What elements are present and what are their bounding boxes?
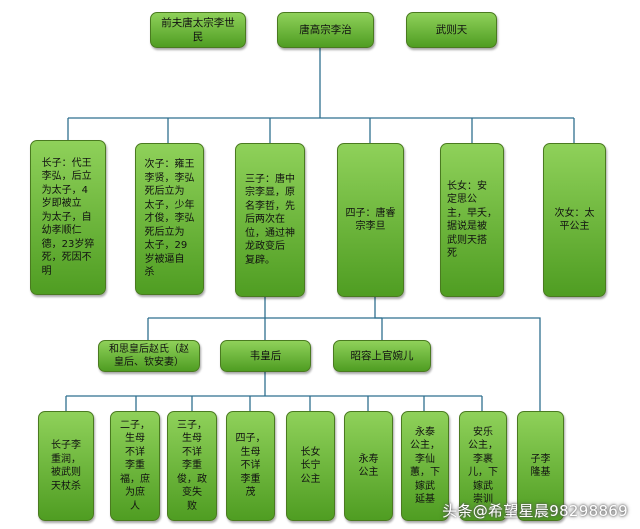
person-label: 四子：唐睿 宗李旦 (345, 207, 396, 233)
connector-lines (65, 48, 575, 411)
grandchild-box-yongshou: 永寿 公主 (344, 411, 393, 521)
person-box-wu-zetian: 武则天 (406, 12, 497, 48)
grandchild-box-li-chongfu: 二子， 生母 不详 李重 福，庶 为庶 人 (110, 411, 160, 521)
person-label: 三子， 生母 不详 李重 俊，政 变失 败 (177, 419, 207, 512)
person-label: 子李 隆基 (530, 453, 551, 479)
person-label: 四子， 生母 不详 李重 茂 (235, 433, 266, 499)
connector-line (374, 297, 541, 411)
child-box-li-dan: 四子：唐睿 宗李旦 (337, 143, 404, 297)
grandchild-box-anle: 安乐 公主， 李裹 儿，下 嫁武 崇训 (459, 411, 507, 521)
child-box-li-hong: 长子：代王 李弘，后立 为太子，4 岁即被立 为太子，自 幼孝顺仁 德，23岁猝… (30, 140, 106, 295)
person-label: 次子：雍王 李贤，李弘 死后立为 太子，少年 才俊，李弘 死后立为 太子，29 … (144, 159, 195, 279)
grandchild-box-changning: 长女 长宁 公主 (286, 411, 335, 521)
child-box-li-xian-zhongzong: 三子：唐中 宗李显，原 名李哲，先 后两次在 位，通过神 龙政变后 复辟。 (235, 143, 305, 297)
consort-box-wei: 韦皇后 (220, 340, 311, 372)
person-label: 安乐 公主， 李裹 儿，下 嫁武 崇训 (468, 426, 498, 506)
person-label: 永寿 公主 (358, 453, 379, 479)
grandchild-box-li-longji: 子李 隆基 (517, 411, 564, 521)
person-label: 唐高宗李治 (299, 24, 352, 36)
person-label: 长女：安 定思公 主，早夭， 据说是被 武则天搭 死 (447, 180, 497, 260)
grandchild-box-li-chongjun: 三子， 生母 不详 李重 俊，政 变失 败 (167, 411, 217, 521)
grandchild-box-yongtai: 永泰 公主， 李仙 蕙，下 嫁武 延基 (401, 411, 449, 521)
person-label: 次女：太 平公主 (554, 207, 595, 233)
consort-box-shangguan: 昭容上官婉儿 (333, 340, 431, 372)
person-label: 和思皇后赵氏（赵 皇后、钦安妻） (109, 343, 189, 369)
consort-box-zhao: 和思皇后赵氏（赵 皇后、钦安妻） (98, 340, 200, 372)
person-label: 韦皇后 (249, 350, 282, 362)
watermark: 头条@希望星晨98298869 (442, 502, 628, 520)
grandchild-box-li-chongrun: 长子李 重润， 被武则 天杖杀 (38, 411, 94, 521)
child-box-taiping: 次女：太 平公主 (543, 143, 606, 297)
person-label: 长子：代王 李弘，后立 为太子，4 岁即被立 为太子，自 幼孝顺仁 德，23岁猝… (41, 157, 95, 277)
person-label: 长女 长宁 公主 (300, 446, 321, 485)
person-label: 武则天 (435, 24, 468, 36)
person-label: 长子李 重润， 被武则 天杖杀 (51, 440, 81, 492)
person-box-taizong: 前夫唐太宗李世 民 (150, 12, 246, 48)
grandchild-box-li-chongmao: 四子， 生母 不详 李重 茂 (226, 411, 275, 521)
person-label: 二子， 生母 不详 李重 福，庶 为庶 人 (120, 419, 150, 512)
person-label: 永泰 公主， 李仙 蕙，下 嫁武 延基 (410, 426, 440, 506)
person-label: 昭容上官婉儿 (350, 350, 414, 362)
child-box-anding: 长女：安 定思公 主，早夭， 据说是被 武则天搭 死 (440, 143, 504, 297)
person-label: 三子：唐中 宗李显，原 名李哲，先 后两次在 位，通过神 龙政变后 复辟。 (245, 173, 295, 266)
child-box-li-xian: 次子：雍王 李贤，李弘 死后立为 太子，少年 才俊，李弘 死后立为 太子，29 … (135, 143, 204, 295)
person-box-gaozong: 唐高宗李治 (277, 12, 374, 48)
person-label: 前夫唐太宗李世 民 (161, 17, 235, 43)
